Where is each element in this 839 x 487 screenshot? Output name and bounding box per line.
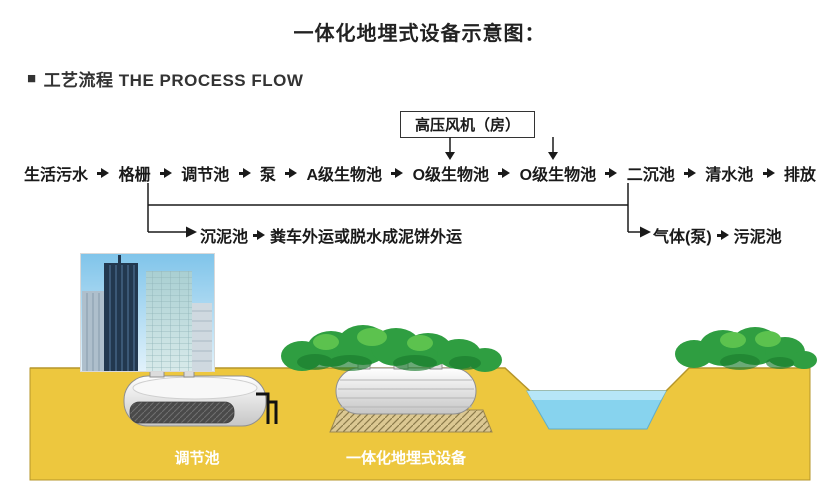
flow-arrow-icon xyxy=(285,168,297,178)
section-heading-text: 工艺流程 THE PROCESS FLOW xyxy=(43,71,304,90)
gas-source-label: 气体(泵) xyxy=(653,229,712,246)
flow-arrow-icon xyxy=(391,168,403,178)
flow-arrow-icon xyxy=(253,230,265,240)
section-heading: ■ 工艺流程 THE PROCESS FLOW xyxy=(27,66,303,91)
left-tank-label: 调节池 xyxy=(174,449,219,467)
flow-arrow-icon xyxy=(97,168,109,178)
site-cross-section: 调节池 一体化地埋式设备 xyxy=(29,253,817,481)
sludge-dest-label: 粪车外运或脱水成泥饼外运 xyxy=(270,229,463,246)
fan-room-box: 高压风机（房） xyxy=(400,111,536,138)
flow-arrow-icon xyxy=(717,230,729,240)
flow-step: 生活污水 xyxy=(24,167,89,184)
flow-arrow-icon xyxy=(763,168,775,178)
regulating-tank xyxy=(123,368,278,427)
sludge-branch: 沉泥池 粪车外运或脱水成泥饼外运 xyxy=(200,223,462,247)
flow-step: O级生物池 xyxy=(519,167,597,184)
flow-step: 泵 xyxy=(259,167,276,184)
gas-dest-label: 污泥池 xyxy=(733,229,782,246)
bush-right xyxy=(675,327,817,370)
square-bullet-icon: ■ xyxy=(27,70,37,87)
flow-step: A级生物池 xyxy=(306,167,382,184)
flow-arrow-icon xyxy=(160,168,172,178)
page-title: 一体化地埋式设备示意图： xyxy=(293,23,546,45)
city-photo xyxy=(80,253,215,372)
sludge-tank-label: 沉泥池 xyxy=(200,229,249,246)
flow-step: 格栅 xyxy=(118,167,151,184)
main-tank-label: 一体化地埋式设备 xyxy=(346,449,467,467)
gas-branch: 气体(泵) 污泥池 xyxy=(653,223,782,247)
flow-step: 清水池 xyxy=(705,167,754,184)
flow-step: 调节池 xyxy=(181,167,230,184)
flow-arrow-icon xyxy=(605,168,617,178)
flow-step: 排放 xyxy=(783,167,816,184)
flow-step: O级生物池 xyxy=(412,167,490,184)
flow-step: 二沉池 xyxy=(626,167,675,184)
flow-arrow-icon xyxy=(239,168,251,178)
flow-arrow-icon xyxy=(684,168,696,178)
process-flow-row: 生活污水 格栅 调节池 泵 A级生物池 O级生物池 O级生物池 二沉池 清水池 … xyxy=(24,161,816,185)
flow-arrow-icon xyxy=(498,168,510,178)
bush-left xyxy=(281,325,502,372)
water-pool xyxy=(526,390,667,430)
